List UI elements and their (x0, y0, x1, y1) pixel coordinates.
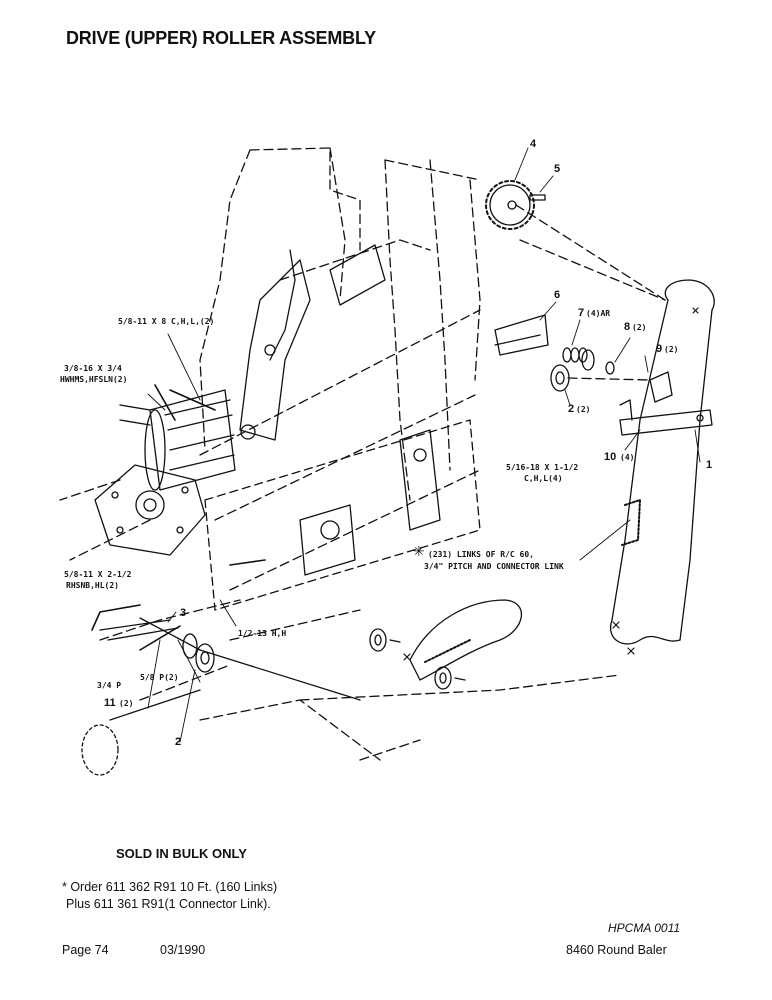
callout-pin-3-4: 3/4 P (97, 681, 121, 690)
idler-track (409, 599, 523, 681)
callout-bolt-3-8-16-line2: HWHMS,HFSLN(2) (60, 375, 127, 384)
callout-bolt-5-8-11x2-line1: 5/8-11 X 2-1/2 (64, 570, 132, 579)
lower-shaft-assembly (81, 617, 361, 776)
part-number-2b: 2 (568, 403, 574, 415)
callout-chain-line2: 3/4" PITCH AND CONNECTOR LINK (424, 562, 564, 571)
part-qty-10: (4) (620, 453, 634, 462)
part-number-11: 11 (104, 697, 116, 709)
model-name: 8460 Round Baler (566, 943, 667, 957)
part-number-9: 9 (656, 343, 662, 355)
part-qty-11: (2) (119, 699, 133, 708)
bearing-housing (94, 464, 206, 556)
frame-plate (204, 244, 481, 611)
part-number-4: 4 (530, 138, 537, 150)
document-code: HPCMA 0011 (608, 921, 681, 935)
page-number: Page 74 (62, 943, 109, 957)
key (529, 194, 546, 201)
callout-nut-1-2-13: 1/2-13 H,H (238, 629, 286, 638)
part-number-3: 3 (180, 607, 186, 619)
callout-bolt-5-16-18-line2: C,H,L(4) (524, 474, 563, 483)
part-number-6: 6 (554, 289, 560, 301)
order-line-1: * Order 611 362 R91 10 Ft. (160 Links) (62, 880, 278, 894)
idler-bracket (494, 314, 549, 356)
callout-bolt-5-8-11x2-line2: RHSNB,HL(2) (66, 581, 119, 590)
spacers (562, 347, 615, 375)
part-number-5: 5 (554, 163, 560, 175)
idler-arm (619, 371, 713, 436)
bulk-note: SOLD IN BULK ONLY (116, 846, 247, 861)
frame-outline (59, 147, 666, 761)
chain-star-icon: ✳ (413, 543, 425, 559)
callout-bolt-5-8-11x8: 5/8-11 X 8 C,H,L,(2) (118, 317, 214, 326)
callout-chain-line1: (231) LINKS OF R/C 60, (428, 550, 534, 559)
publication-date: 03/1990 (160, 943, 206, 957)
order-note: * Order 611 362 R91 10 Ft. (160 Links) P… (62, 879, 277, 913)
part-number-10: 10 (604, 451, 616, 463)
bolts (91, 384, 266, 651)
upper-roller (119, 389, 236, 491)
part-qty-8: (2) (632, 323, 646, 332)
leader-lines (147, 147, 701, 743)
part-qty-7: (4)AR (586, 309, 610, 318)
callout-bolt-3-8-16-line1: 3/8-16 X 3/4 (64, 364, 122, 373)
part-qty-9: (2) (664, 345, 678, 354)
idler-sprocket-2 (550, 364, 651, 392)
part-number-1: 1 (706, 459, 712, 471)
lower-idlers (369, 628, 466, 690)
callout-bolt-5-16-18-line1: 5/16-18 X 1-1/2 (506, 463, 578, 472)
side-arm (239, 249, 311, 441)
callout-pin-5-8: 5/8 P(2) (140, 673, 179, 682)
roller-chain (609, 279, 715, 645)
part-number-8: 8 (624, 321, 630, 333)
order-line-2: Plus 611 361 R91(1 Connector Link). (66, 897, 271, 911)
part-number-7: 7 (578, 307, 584, 319)
part-qty-2b: (2) (576, 405, 590, 414)
page-title: DRIVE (UPPER) ROLLER ASSEMBLY (66, 28, 376, 48)
part-number-2: 2 (175, 736, 181, 748)
drive-sprocket (485, 180, 666, 301)
